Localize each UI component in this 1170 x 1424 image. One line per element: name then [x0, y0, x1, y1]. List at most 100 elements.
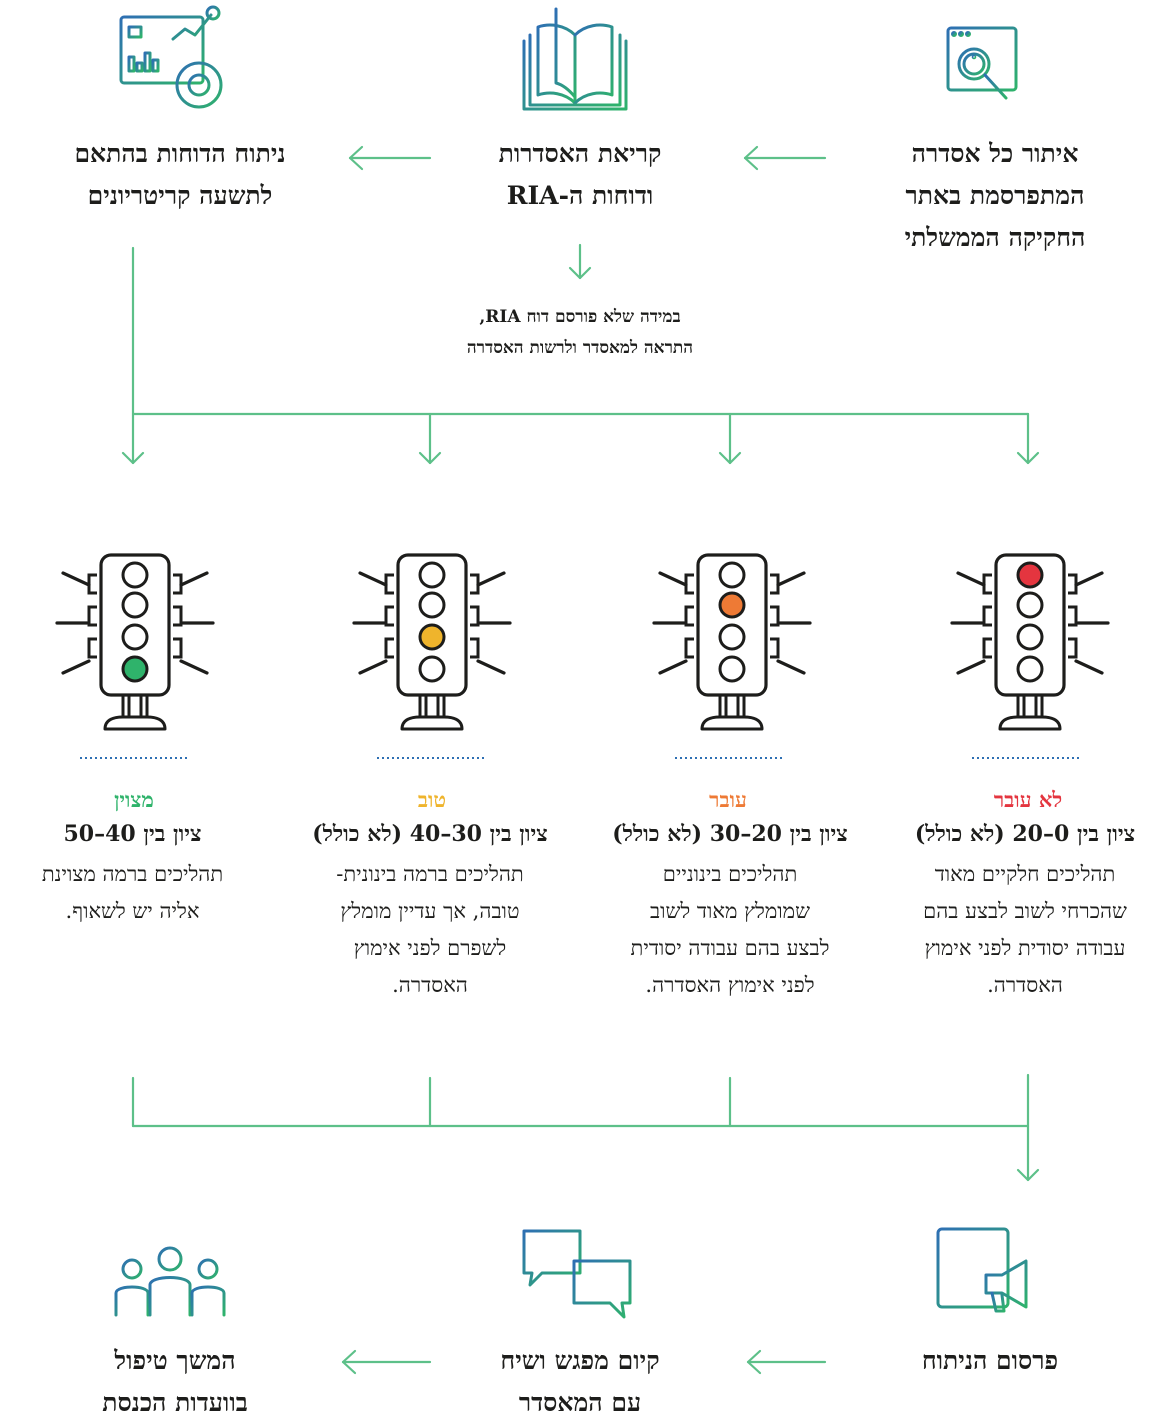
lamp: [121, 591, 149, 619]
lamp: [121, 623, 149, 651]
step-meet-line2: עם המאסדר: [518, 1388, 642, 1417]
desc-line: שמומלץ מאוד לשוב: [650, 899, 810, 923]
step-locate-line3: החקיקה הממשלתי: [904, 223, 1086, 252]
light-visor: [87, 605, 97, 627]
light-visor: [770, 637, 780, 659]
light-pole: [718, 695, 746, 717]
light-visor: [982, 605, 992, 627]
desc-line: תהליכים בינוניים: [662, 862, 798, 886]
lamp: [1016, 655, 1044, 683]
grade-desc-good: תהליכים ברמה בינונית- טובה, אך עדיין מומ…: [285, 856, 575, 1004]
arrow-meeting-to-knesset: [341, 1349, 432, 1375]
signal-ray: [658, 659, 688, 675]
arrow-to-pass: [718, 451, 742, 465]
lit-lamp: [718, 591, 746, 619]
light-base: [103, 715, 167, 731]
signal-ray: [358, 659, 388, 675]
signal-ray: [776, 571, 806, 587]
light-visor: [87, 637, 97, 659]
light-visor: [384, 605, 394, 627]
step-locate-line1: איתור כל אסדרה: [911, 139, 1079, 168]
desc-line: טובה, אך עדיין מומלץ: [340, 899, 520, 923]
arrow-to-excellent: [121, 451, 145, 465]
grade-label-fail: לא עובר: [993, 787, 1063, 812]
step-knesset-committees: המשך טיפול בוועדות הכנסת: [50, 1340, 300, 1424]
traffic-light-excellent-icon: [55, 553, 215, 731]
light-visor: [384, 637, 394, 659]
step-read-line1: קריאת האסדרות: [498, 139, 662, 168]
light-visor: [173, 573, 183, 595]
desc-line: תהליכים ברמה בינונית-: [336, 862, 524, 886]
arrow-to-publish: [1016, 1168, 1040, 1182]
desc-line: האסדרה.: [987, 973, 1063, 997]
light-visor: [684, 573, 694, 595]
step-analyze-line1: ניתוח הדוחות בהתאם: [74, 139, 286, 168]
desc-line: האסדרה.: [392, 973, 468, 997]
light-visor: [770, 573, 780, 595]
lit-lamp: [1016, 561, 1044, 589]
arrow-publish-to-meeting: [746, 1349, 827, 1375]
light-visor: [384, 573, 394, 595]
ria-note-line2: התראה למאסדר ולרשות האסדרה: [466, 338, 694, 358]
step-publish-analysis: פרסום הניתוח: [870, 1340, 1110, 1382]
light-pole: [418, 695, 446, 717]
traffic-light-fail-icon: [950, 553, 1110, 731]
light-visor: [1068, 605, 1078, 627]
light-visor: [470, 605, 480, 627]
light-visor: [770, 605, 780, 627]
light-visor: [173, 605, 183, 627]
grade-desc-fail: תהליכים חלקיים מאוד שהכרחי לשוב לבצע בהם…: [880, 856, 1170, 1004]
step-knesset-line2: בוועדות הכנסת: [102, 1388, 248, 1417]
grade-label-good: טוב: [417, 787, 447, 812]
light-visor: [1068, 573, 1078, 595]
signal-ray: [658, 571, 688, 587]
grade-desc-excellent: תהליכים ברמה מצוינת אליה יש לשאוף.: [0, 856, 265, 930]
ria-note-line1: במידה שלא פורסם דוח RIA,: [479, 307, 681, 327]
signal-ray: [61, 659, 91, 675]
traffic-light-good-icon: [352, 553, 512, 731]
chat-bubbles-icon: [522, 1229, 632, 1319]
signal-ray: [1074, 571, 1104, 587]
grade-label-pass: עובר: [709, 787, 747, 812]
signal-ray: [61, 571, 91, 587]
grade-score-excellent: ציון בין 40–50: [63, 821, 202, 847]
light-visor: [173, 637, 183, 659]
step-locate-line2: המתפרסמת באתר: [905, 181, 1085, 210]
open-book-icon: [522, 7, 628, 111]
step-analyze-reports: ניתוח הדוחות בהתאם לתשעה קריטריונים: [20, 133, 340, 217]
traffic-light-pass-icon: [652, 553, 812, 731]
analytics-dashboard-icon: [119, 5, 223, 109]
lamp: [1016, 623, 1044, 651]
lamp: [718, 561, 746, 589]
grade-score-good: ציון בין 30–40 (לא כולל): [312, 821, 548, 847]
arrow-down-to-note: [568, 243, 592, 280]
light-visor: [470, 573, 480, 595]
desc-line: לפני אימוץ האסדרה.: [645, 973, 815, 997]
signal-ray: [956, 571, 986, 587]
arrow-to-good: [418, 451, 442, 465]
lit-lamp: [418, 623, 446, 651]
signal-ray: [476, 571, 506, 587]
light-visor: [87, 573, 97, 595]
signal-ray: [956, 659, 986, 675]
light-visor: [684, 605, 694, 627]
arrow-to-fail: [1016, 451, 1040, 465]
light-base: [700, 715, 764, 731]
arrow-step1-to-step2: [743, 145, 827, 171]
light-visor: [1068, 637, 1078, 659]
light-visor: [982, 573, 992, 595]
lamp: [121, 561, 149, 589]
desc-line: אליה יש לשאוף.: [65, 899, 200, 923]
signal-ray: [476, 659, 506, 675]
desc-line: לשפרם לפני אימוץ: [353, 936, 507, 960]
light-base: [400, 715, 464, 731]
magnifier-document-icon: [946, 26, 1018, 100]
desc-line: עבודה יסודית לפני אימוץ: [924, 936, 1126, 960]
desc-line: לבצע בהם עבודה יסודית: [630, 936, 830, 960]
grade-score-pass: ציון בין 20–30 (לא כולל): [612, 821, 848, 847]
notepad-megaphone-icon: [936, 1219, 1028, 1313]
step-meet-line1: קיום מפגש ושיח: [500, 1346, 660, 1375]
step-knesset-line1: המשך טיפול: [114, 1346, 236, 1375]
signal-ray: [179, 659, 209, 675]
